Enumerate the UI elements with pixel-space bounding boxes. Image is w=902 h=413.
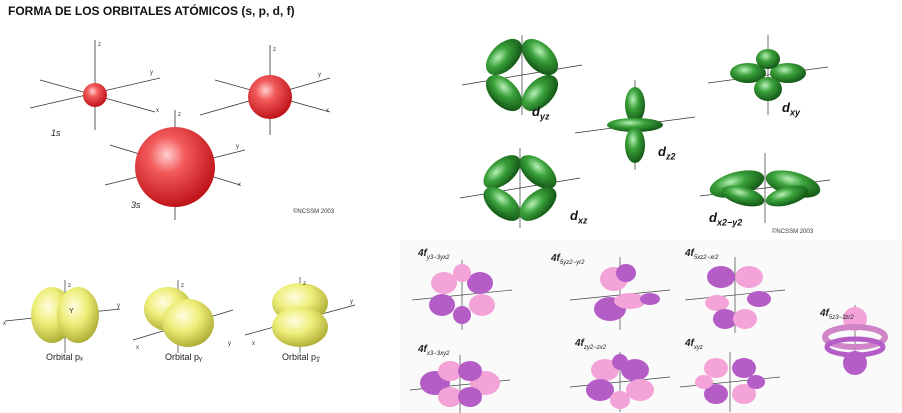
dz2-orbital bbox=[575, 80, 695, 170]
dxy-label: dxy bbox=[782, 100, 800, 118]
svg-text:z: z bbox=[68, 283, 71, 289]
dyz-orbital bbox=[462, 32, 582, 117]
f-label-6: 4fzy2−zx2 bbox=[575, 338, 606, 351]
py-label: Orbital pᵧ bbox=[165, 352, 202, 362]
svg-text:y: y bbox=[150, 70, 153, 76]
p-orbitals-panel: x z y x z y x z y bbox=[0, 275, 360, 355]
s-orbitals-panel: z y x z y x z y x bbox=[0, 20, 390, 230]
s3-orbital: z y x bbox=[105, 110, 245, 220]
pz-label: Orbital p𝓏 bbox=[282, 352, 320, 363]
svg-text:x: x bbox=[156, 108, 159, 114]
pz-orbital: x z y bbox=[245, 277, 355, 353]
dyz-label: dyz bbox=[532, 104, 549, 122]
svg-text:z: z bbox=[303, 281, 306, 287]
svg-text:z: z bbox=[273, 47, 276, 53]
svg-text:y: y bbox=[318, 72, 321, 78]
svg-text:x: x bbox=[252, 341, 255, 347]
dx2y2-label: dx2−y2 bbox=[709, 210, 742, 228]
f-label-7: 4fxyz bbox=[685, 338, 703, 351]
dxz-orbital bbox=[460, 148, 580, 228]
dxz-label: dxz bbox=[570, 208, 587, 226]
svg-text:x: x bbox=[238, 182, 241, 188]
svg-text:y: y bbox=[117, 303, 120, 309]
s1-orbital: z y x bbox=[30, 40, 160, 130]
svg-text:x: x bbox=[136, 345, 139, 351]
s1-label: 1s bbox=[51, 128, 61, 138]
f-label-5: 4fx3−3xy2 bbox=[418, 344, 449, 357]
dxy-orbital bbox=[708, 35, 828, 115]
dz2-label: dz2 bbox=[658, 144, 675, 162]
svg-text:x: x bbox=[3, 321, 6, 327]
px-y-label: Y bbox=[69, 308, 74, 315]
f-label-2: 4f5yz2−yr2 bbox=[551, 253, 584, 266]
svg-text:z: z bbox=[98, 42, 101, 48]
s2-orbital: z y x bbox=[200, 45, 330, 135]
f-orbitals-panel bbox=[400, 240, 902, 413]
svg-text:z: z bbox=[181, 283, 184, 289]
page-title: FORMA DE LOS ORBITALES ATÓMICOS (s, p, d… bbox=[8, 4, 295, 18]
px-label: Orbital pₓ bbox=[46, 352, 83, 362]
py-orbital: x z y bbox=[133, 280, 233, 353]
svg-text:y: y bbox=[350, 299, 353, 305]
f-label-4: 4f5z3−3zr2 bbox=[820, 308, 854, 321]
px-orbital: x z y bbox=[3, 280, 120, 353]
svg-text:y: y bbox=[228, 341, 231, 347]
f-label-1: 4fy3−3yx2 bbox=[418, 248, 449, 261]
svg-text:z: z bbox=[178, 112, 181, 118]
s3-label: 3s bbox=[131, 200, 141, 210]
svg-text:y: y bbox=[236, 144, 239, 150]
svg-text:x: x bbox=[326, 108, 329, 114]
d-copyright: ©NCSSM 2003 bbox=[772, 229, 813, 235]
d-orbitals-panel bbox=[450, 30, 840, 240]
s-copyright: ©NCSSM 2003 bbox=[293, 209, 334, 215]
f-label-3: 4f5xz2−xr2 bbox=[685, 248, 718, 261]
